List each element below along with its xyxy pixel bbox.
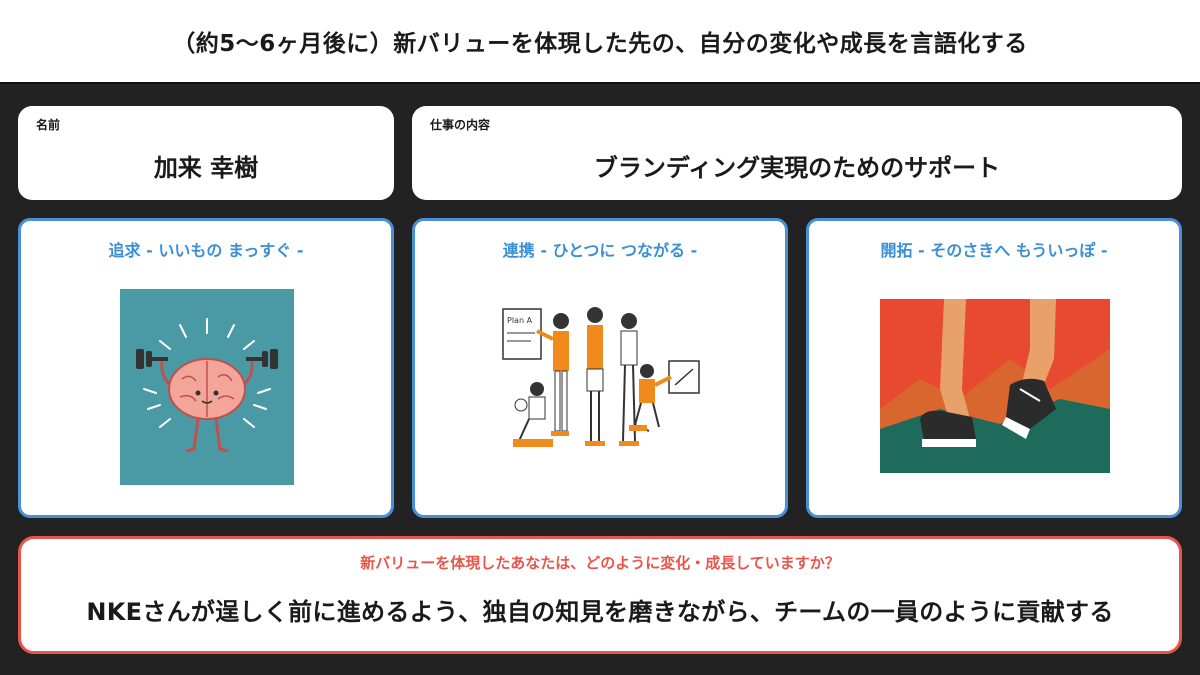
value-title-pioneering: 開拓 - そのさきへ もういっぽ - (880, 241, 1108, 260)
reflection-question: 新バリューを体現したあなたは、どのように変化・成長していますか？ (360, 554, 840, 572)
header: （約5〜6ヶ月後に）新バリューを体現した先の、自分の変化や成長を言語化する (0, 0, 1200, 84)
runner-legs-illustration (880, 299, 1110, 473)
name-card: 名前 加来 幸樹 (18, 106, 394, 200)
value-title-collaboration: 連携 - ひとつに つながる - (502, 241, 698, 260)
name-label: 名前 (36, 118, 61, 132)
job-label: 仕事の内容 (430, 118, 491, 132)
value-card-collaboration: 連携 - ひとつに つながる - Plan A (412, 218, 788, 518)
reflection-answer: NKEさんが逞しく前に進めるよう、独自の知見を磨きながら、チームの一員のように貢… (86, 598, 1114, 626)
plan-a-sign: Plan A (507, 316, 533, 325)
job-card: 仕事の内容 ブランディング実現のためのサポート (412, 106, 1182, 200)
page-title: （約5〜6ヶ月後に）新バリューを体現した先の、自分の変化や成長を言語化する (172, 31, 1028, 57)
team-planning-illustration: Plan A (499, 301, 703, 471)
value-card-pursuit: 追求 - いいもの まっすぐ - (18, 218, 394, 518)
job-value: ブランディング実現のためのサポート (593, 154, 1001, 182)
brain-dumbbell-illustration (120, 289, 294, 485)
value-title-pursuit: 追求 - いいもの まっすぐ - (108, 241, 304, 260)
reflection-card: 新バリューを体現したあなたは、どのように変化・成長していますか？ NKEさんが逞… (18, 536, 1182, 654)
value-card-pioneering: 開拓 - そのさきへ もういっぽ - (806, 218, 1182, 518)
name-value: 加来 幸樹 (153, 154, 259, 182)
